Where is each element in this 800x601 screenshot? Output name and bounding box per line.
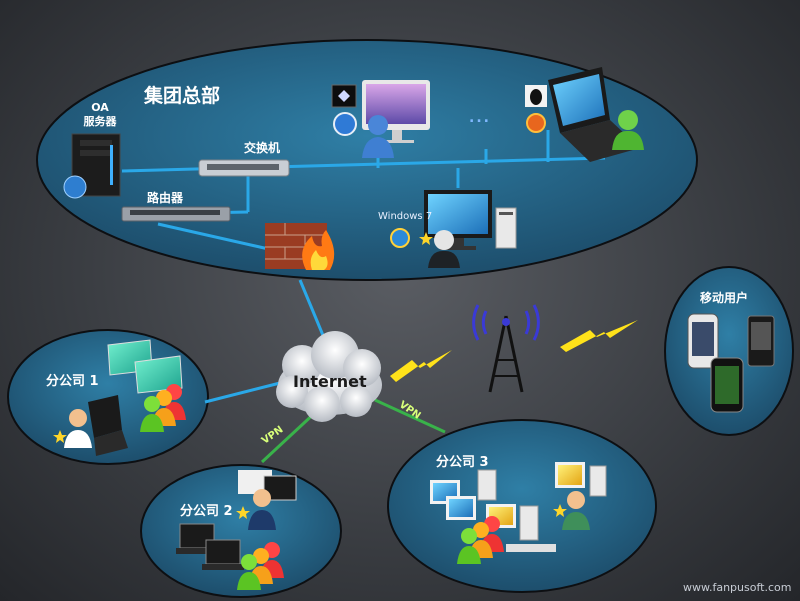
laptop-icon: [176, 523, 244, 570]
safari-icon: [333, 112, 357, 136]
star-icon: [53, 232, 567, 519]
lightning-icon: [390, 350, 452, 382]
monitor-icon: [430, 462, 585, 528]
router-label: 路由器: [147, 191, 184, 205]
user-icon: [562, 491, 590, 530]
user-icon: [64, 409, 92, 448]
link-internet-branch1: [204, 381, 281, 404]
globe-icon: [63, 175, 87, 199]
windows-label: Windows 7: [378, 211, 433, 222]
watermark-url: www.fanpusoft.com: [683, 581, 792, 594]
phone-icon: [687, 313, 719, 369]
link-hq-internet: [298, 279, 329, 346]
ie-icon: [390, 228, 410, 248]
lightning-icon: [560, 320, 638, 352]
mobile-users-label: 移动用户: [700, 291, 749, 305]
branch-2-label: 分公司 2: [180, 504, 233, 519]
oa-server-text: OA 服务器: [83, 101, 117, 128]
user-group-icon: [237, 542, 284, 590]
user-icon: [612, 110, 644, 150]
more-dots: ...: [469, 110, 491, 126]
phone-icon: [710, 357, 744, 413]
oa-server-label: OA 服务器: [78, 101, 122, 129]
monitor-icon: [107, 339, 183, 394]
laptop-icon: [548, 67, 640, 162]
branch-1-label: 分公司 1: [46, 374, 99, 389]
monitor-icon: [238, 470, 297, 501]
tower-pc-icon: [495, 207, 517, 249]
user-icon: [248, 489, 276, 530]
monitor-icon: [424, 190, 492, 250]
user-icon: [362, 115, 394, 158]
tower-pc-icon: [477, 465, 607, 541]
apple-icon: [331, 84, 357, 108]
switch-label: 交换机: [244, 141, 281, 155]
phone-icon: [747, 315, 775, 367]
keyboard-icon: [506, 544, 556, 552]
hq-title: 集团总部: [144, 85, 221, 107]
user-group-icon: [457, 516, 504, 564]
mobile-ellipse: [664, 266, 794, 436]
internet-label: Internet: [293, 372, 367, 391]
link-internet-branch2: [260, 408, 320, 464]
user-icon: [428, 230, 460, 268]
firewall-icon: [265, 223, 335, 270]
laptop-icon: [88, 395, 128, 456]
cloud-icon: [276, 331, 382, 422]
link-internet-branch3: [374, 398, 446, 434]
firefox-icon: [526, 113, 546, 133]
branch-3-label: 分公司 3: [436, 455, 489, 470]
router-icon: [121, 206, 231, 222]
switch-icon: [198, 159, 290, 177]
linux-icon: [525, 85, 547, 107]
radio-tower-icon: [472, 304, 540, 393]
user-group-icon: [140, 384, 186, 432]
